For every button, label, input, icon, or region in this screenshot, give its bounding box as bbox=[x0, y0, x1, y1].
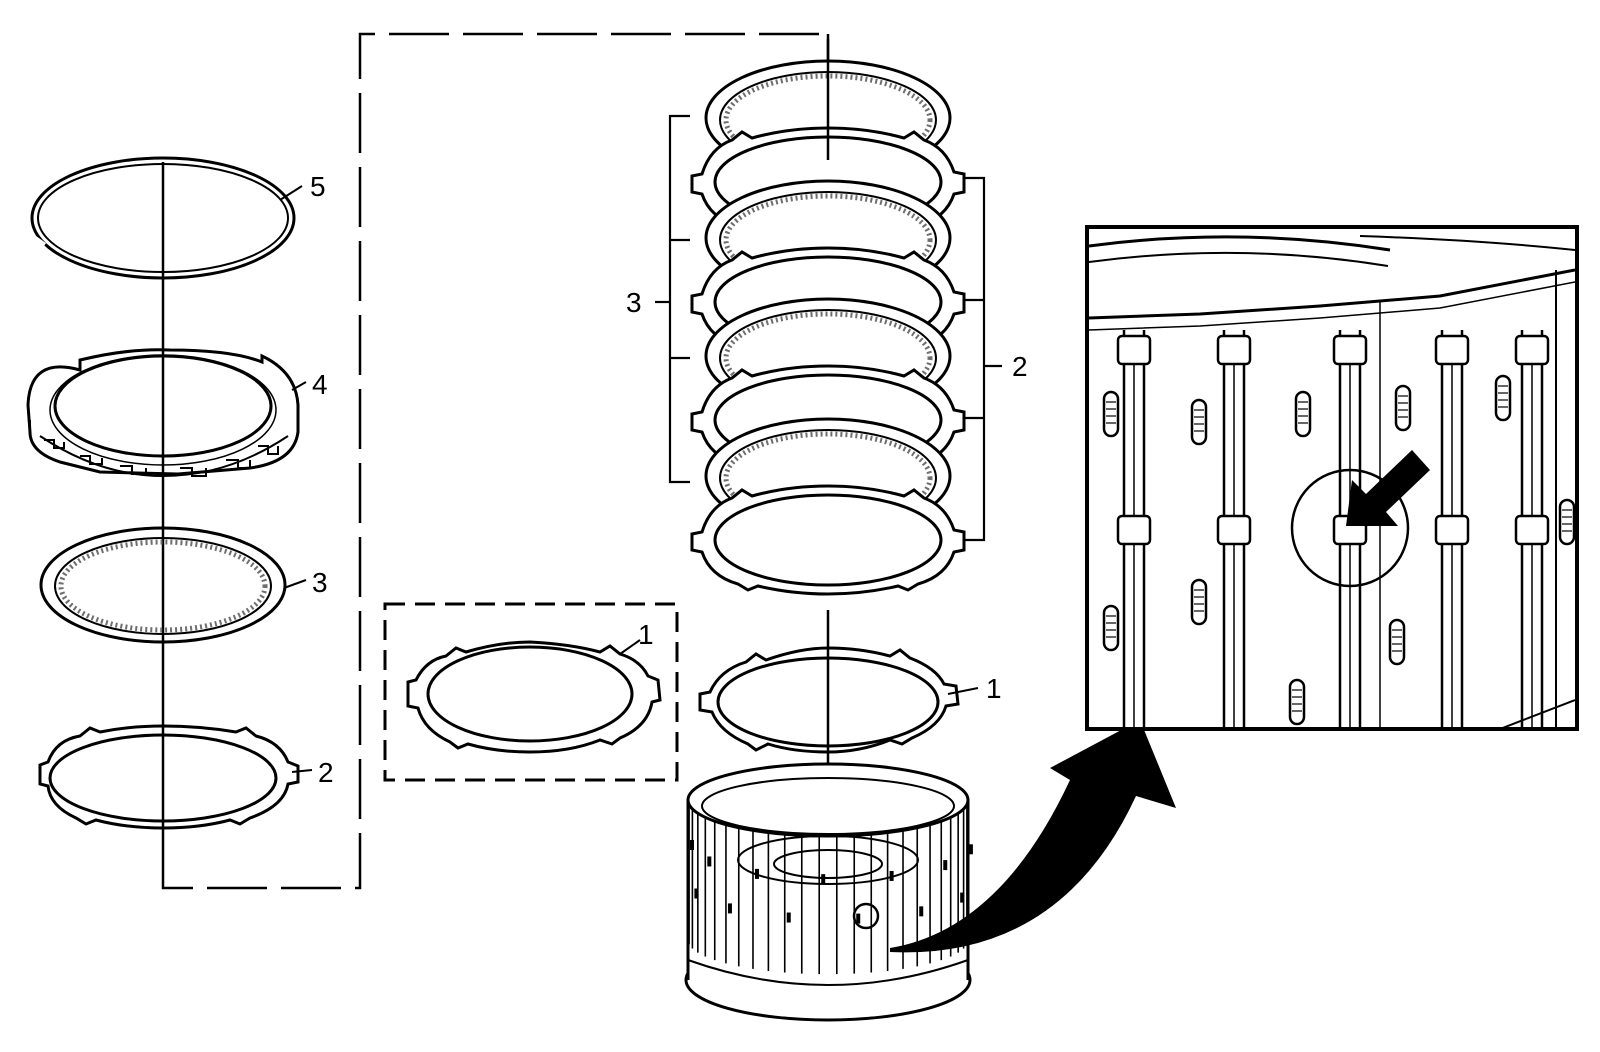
clutch-housing-drum bbox=[684, 762, 973, 1022]
steel-plate-1 bbox=[698, 646, 979, 754]
detail-slot-3 bbox=[1294, 390, 1312, 438]
detail-highlight-circle bbox=[1290, 468, 1410, 588]
detail-rib-3 bbox=[1332, 330, 1368, 727]
detail-slot-5 bbox=[1494, 374, 1512, 422]
backing-plate-4 bbox=[26, 348, 300, 478]
detail-slot-10 bbox=[1558, 498, 1575, 546]
friction-plate-3 bbox=[39, 526, 287, 644]
callout-2-stack: 2 bbox=[1012, 351, 1028, 382]
detail-slot-4 bbox=[1394, 384, 1412, 432]
callout-5: 5 bbox=[310, 171, 326, 202]
callout-3-left: 3 bbox=[312, 567, 328, 598]
stack-steel-plate-8 bbox=[690, 484, 966, 596]
clutch-pack-stack bbox=[690, 34, 966, 596]
left-callouts bbox=[279, 185, 313, 773]
curved-arrow-icon bbox=[890, 720, 1176, 953]
detail-view bbox=[1085, 225, 1579, 731]
stack-brackets bbox=[655, 114, 1002, 542]
left-parts-column bbox=[26, 156, 300, 858]
detail-slot-9 bbox=[1102, 604, 1120, 652]
callout-3-stack: 3 bbox=[626, 287, 642, 318]
callout-4: 4 bbox=[312, 369, 328, 400]
detail-rib-2 bbox=[1216, 330, 1252, 727]
pointer-arrow-icon bbox=[1346, 450, 1430, 526]
detail-rib-4 bbox=[1434, 330, 1470, 727]
detail-slot-7 bbox=[1388, 618, 1406, 666]
callout-2-left: 2 bbox=[318, 757, 334, 788]
detail-rib-1 bbox=[1116, 330, 1152, 727]
callout-1-inset: 1 bbox=[638, 619, 654, 650]
detail-rib-5 bbox=[1514, 330, 1550, 727]
detail-slot-6 bbox=[1190, 578, 1208, 626]
detail-slot-1 bbox=[1102, 390, 1120, 438]
steel-plate-2 bbox=[38, 724, 300, 830]
detail-slot-8 bbox=[1288, 678, 1306, 726]
detail-slot-2 bbox=[1190, 398, 1208, 446]
inset-steel-plate-1 bbox=[406, 639, 662, 754]
callout-1-stack: 1 bbox=[986, 673, 1002, 704]
snap-ring-5 bbox=[27, 156, 296, 280]
